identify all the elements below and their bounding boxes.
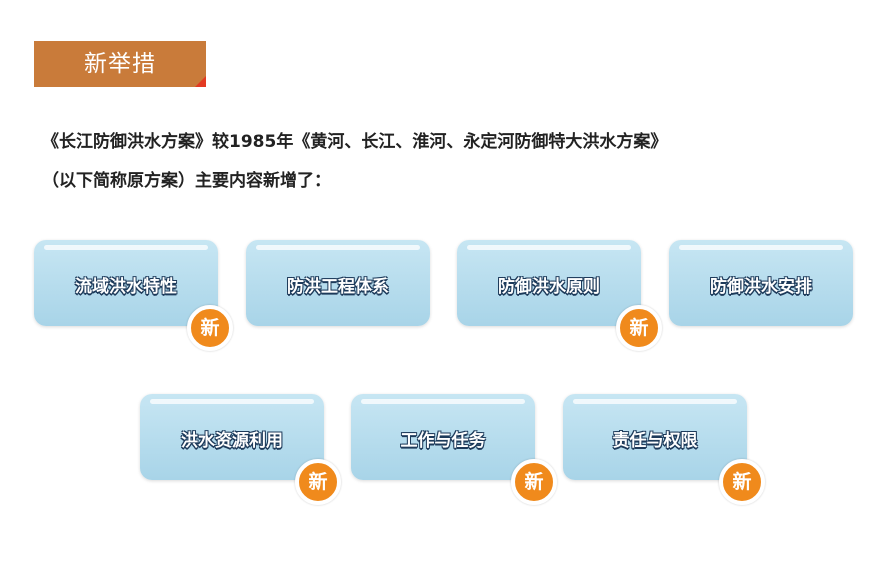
new-badge: 新 (295, 459, 341, 505)
corner-triangle (195, 76, 206, 87)
new-badge: 新 (511, 459, 557, 505)
card-responsibility-authority: 责任与权限 (563, 394, 747, 480)
card-label: 防御洪水安排 (710, 277, 812, 297)
card-label: 责任与权限 (612, 431, 698, 451)
new-badge: 新 (616, 305, 662, 351)
card-flood-control-system: 防洪工程体系 (246, 240, 430, 326)
card-label: 流域洪水特性 (75, 277, 177, 297)
card-label: 工作与任务 (400, 431, 486, 451)
section-title-banner: 新举措 (34, 41, 206, 87)
section-title: 新举措 (84, 51, 156, 77)
card-flood-defense-arrangement: 防御洪水安排 (669, 240, 853, 326)
card-flood-defense-principles: 防御洪水原则 (457, 240, 641, 326)
card-label: 防御洪水原则 (498, 277, 600, 297)
intro-line-2: （以下简称原方案）主要内容新增了： (42, 171, 331, 191)
card-flood-characteristics: 流域洪水特性 (34, 240, 218, 326)
intro-line-1: 《长江防御洪水方案》较1985年《黄河、长江、淮河、永定河防御特大洪水方案》 (42, 132, 668, 152)
card-label: 防洪工程体系 (287, 277, 389, 297)
new-badge: 新 (187, 305, 233, 351)
card-work-and-tasks: 工作与任务 (351, 394, 535, 480)
card-label: 洪水资源利用 (181, 431, 283, 451)
card-flood-resource-use: 洪水资源利用 (140, 394, 324, 480)
new-badge: 新 (719, 459, 765, 505)
